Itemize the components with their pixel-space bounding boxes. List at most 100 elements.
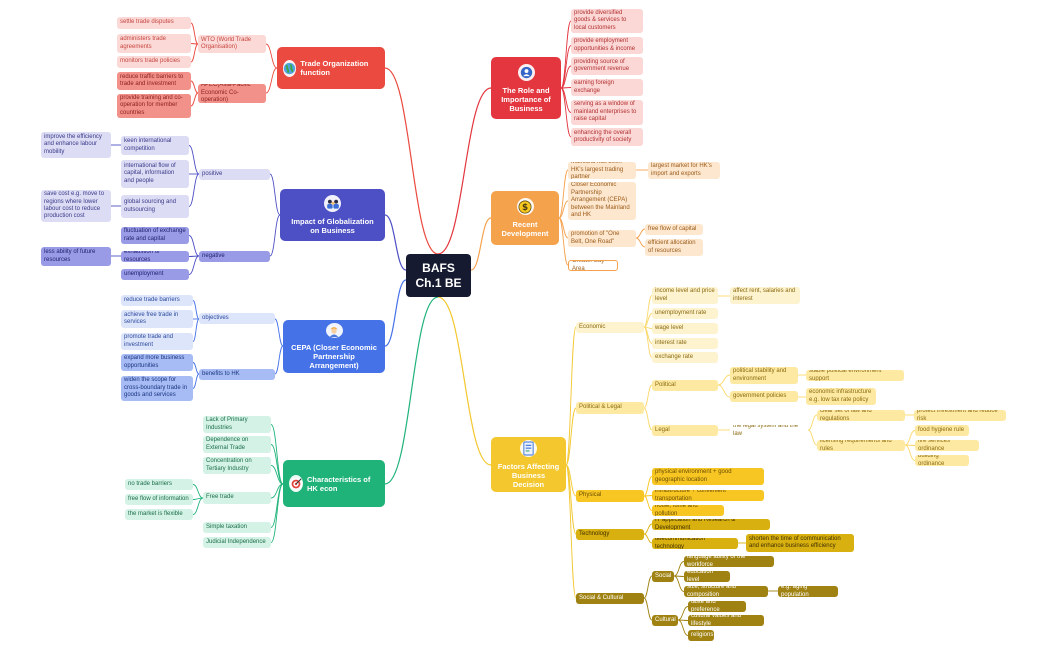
positive-item-2[interactable]: global sourcing and outsourcing	[121, 195, 189, 218]
hk-item-3[interactable]: Free trade	[203, 492, 271, 504]
wto-item-2[interactable]: monitors trade policies	[117, 56, 191, 68]
hk-item-1[interactable]: Dependence on External Trade	[203, 436, 271, 453]
hk-item-5[interactable]: Judicial Independence	[203, 537, 271, 548]
hk-item-4[interactable]: Simple taxation	[203, 522, 271, 533]
free-trade-item-1[interactable]: free flow of information	[125, 494, 193, 505]
policies-note[interactable]: economic infrastructure e.g. low tax rat…	[806, 388, 876, 405]
negative-item-1[interactable]: exhaustion of resources	[121, 251, 189, 262]
cultural-item-1[interactable]: cultural values and lifestyle	[688, 615, 764, 626]
technology-node-label: Technology	[579, 530, 610, 537]
recent-belt-item-0[interactable]: free flow of capital	[645, 224, 703, 235]
objective-item-2[interactable]: promote trade and investment	[121, 333, 193, 350]
physical-node[interactable]: Physical	[576, 490, 644, 502]
recent-cepa[interactable]: Closer Economic Partnership Arrangement …	[568, 182, 636, 220]
recent-gba[interactable]: Greater Bay Area	[568, 260, 618, 271]
competition-note[interactable]: improve the efficiency and enhance labou…	[41, 132, 111, 158]
role-item-5[interactable]: enhancing the overall productivity of so…	[571, 128, 643, 146]
licensing-node[interactable]: licensing requirements and rules	[817, 440, 905, 451]
wto-item-0[interactable]: settle trade disputes	[117, 17, 191, 29]
negative-item-2[interactable]: unemployment	[121, 269, 189, 280]
political-node[interactable]: Political	[652, 380, 718, 391]
benefit-item-0[interactable]: expand more business opportunities	[121, 354, 193, 371]
economic-item-0[interactable]: income level and price level	[652, 287, 718, 304]
physical-item-1[interactable]: infrastructure + convenient transportati…	[652, 490, 764, 501]
apec-item-0[interactable]: reduce traffic barriers to trade and inv…	[117, 72, 191, 90]
social-item-0[interactable]: language ability of the workforce	[684, 556, 774, 567]
free-trade-item-2[interactable]: the market is flexible	[125, 509, 193, 520]
resources-note[interactable]: less ability of future resources	[41, 247, 111, 266]
licensing-item-1[interactable]: fire services ordinance	[915, 440, 979, 451]
hk-item-0[interactable]: Lack of Primary Industries	[203, 416, 271, 433]
role-item-0[interactable]: provide diversified goods & services to …	[571, 9, 643, 33]
social-node[interactable]: Social	[652, 571, 674, 582]
cultural-item-0[interactable]: taste and preference	[688, 601, 746, 612]
income-note[interactable]: affect rent, salaries and interest	[730, 287, 800, 304]
positive-item-1[interactable]: international flow of capital, informati…	[121, 160, 189, 188]
benefits-node[interactable]: benefits to HK	[199, 369, 275, 380]
telecom-note[interactable]: shorten the time of communication and en…	[746, 534, 854, 552]
social-item-2[interactable]: size, structure and composition	[684, 586, 768, 597]
licensing-item-2[interactable]: building ordinance	[915, 455, 969, 466]
sourcing-note[interactable]: save cost e.g. move to regions where low…	[41, 190, 111, 222]
clear-set-node[interactable]: clear set of law and regulations	[817, 410, 905, 421]
recent-belt-item-1[interactable]: efficient allocation of resources	[645, 239, 703, 256]
negative-item-0[interactable]: fluctuation of exchange rate and capital	[121, 227, 189, 244]
role-item-2[interactable]: providing source of government revenue	[571, 57, 643, 75]
positive-node[interactable]: positive	[199, 169, 270, 180]
physical-item-2[interactable]: noise, fume and pollution	[652, 505, 724, 516]
branch-recent-development[interactable]: $Recent Development	[491, 191, 559, 245]
social-item-1[interactable]: education level	[684, 571, 730, 582]
economic-item-4[interactable]: exchange rate	[652, 352, 718, 363]
branch-factors[interactable]: Factors Affecting Business Decision	[491, 437, 566, 492]
objectives-node[interactable]: objectives	[199, 313, 275, 324]
objective-item-0[interactable]: reduce trade barriers	[121, 295, 193, 306]
positive-item-0[interactable]: keen international competition	[121, 136, 189, 155]
hk-item-2[interactable]: Concentration on Tertiary Industry	[203, 457, 271, 474]
free-trade-item-0[interactable]: no trade barriers	[125, 479, 193, 490]
legal-system-node[interactable]: the legal system and the law	[730, 425, 808, 436]
licensing-item-0[interactable]: food hygiene rule	[915, 425, 969, 436]
aging-note[interactable]: e.g. aging population	[778, 586, 838, 597]
legal-node[interactable]: Legal	[652, 425, 718, 436]
wto-node[interactable]: WTO (World Trade Organisation)	[198, 35, 266, 53]
role-item-1[interactable]: provide employment opportunities & incom…	[571, 37, 643, 54]
technology-item-1[interactable]: telecommunication technology	[652, 538, 738, 549]
branch-role-importance[interactable]: The Role and Importance of Business	[491, 57, 561, 119]
objective-item-1[interactable]: achieve free trade in services	[121, 310, 193, 328]
stability-note[interactable]: stable political environment support	[806, 370, 904, 381]
branch-hk-characteristics[interactable]: Characteristics of HK econ	[283, 460, 385, 507]
political-legal-node[interactable]: Political & Legal	[576, 402, 644, 414]
negative-node[interactable]: negative	[199, 251, 270, 262]
cultural-item-2[interactable]: religions	[688, 630, 714, 641]
cultural-node[interactable]: Cultural	[652, 615, 678, 626]
political-item-0[interactable]: political stability and environment	[730, 367, 798, 384]
social-cultural-node[interactable]: Social & Cultural	[576, 593, 644, 604]
resources-note-label: less ability of future resources	[44, 249, 96, 263]
economic-item-3[interactable]: interest rate	[652, 338, 718, 349]
technology-item-0[interactable]: IT application and Research & Developmen…	[652, 519, 770, 530]
role-item-4[interactable]: serving as a window of mainland enterpri…	[571, 100, 643, 125]
economic-item-2[interactable]: wage level	[652, 323, 718, 334]
link-positive-item-2	[188, 173, 200, 207]
recent-partner[interactable]: Mainland has been HK's largest trading p…	[568, 162, 636, 179]
cultural-node-label: Cultural	[655, 616, 676, 623]
recent-belt[interactable]: promotion of "One Belt, One Road"	[568, 230, 636, 247]
apec-item-1[interactable]: provide training and co-operation for me…	[117, 94, 191, 118]
clear-set-note[interactable]: protect investment and reduce risk	[914, 410, 1006, 421]
branch-trade-organization[interactable]: Trade Organization function	[277, 47, 385, 89]
technology-node[interactable]: Technology	[576, 529, 644, 540]
branch-globalization[interactable]: Impact of Globalization on Business	[280, 189, 385, 241]
link-benefits	[274, 345, 284, 375]
role-item-3[interactable]: earning foreign exchange	[571, 79, 643, 96]
apec-node[interactable]: APEC(Asia-Pacific Economic Co-operation)	[198, 84, 266, 103]
recent-partner-note[interactable]: largest market for HK's import and expor…	[648, 162, 720, 179]
physical-item-1-label: infrastructure + convenient transportati…	[655, 490, 726, 501]
political-item-1[interactable]: government policies	[730, 391, 798, 402]
benefit-item-1[interactable]: widen the scope for cross-boundary trade…	[121, 376, 193, 401]
wto-item-1[interactable]: administers trade agreements	[117, 34, 191, 53]
branch-cepa[interactable]: CEPA (Closer Economic Partnership Arrang…	[283, 320, 385, 373]
economic-item-1[interactable]: unemployment rate	[652, 308, 718, 319]
economic-node[interactable]: Economic	[576, 322, 644, 333]
physical-item-0[interactable]: physical environment + good geographic l…	[652, 468, 764, 485]
